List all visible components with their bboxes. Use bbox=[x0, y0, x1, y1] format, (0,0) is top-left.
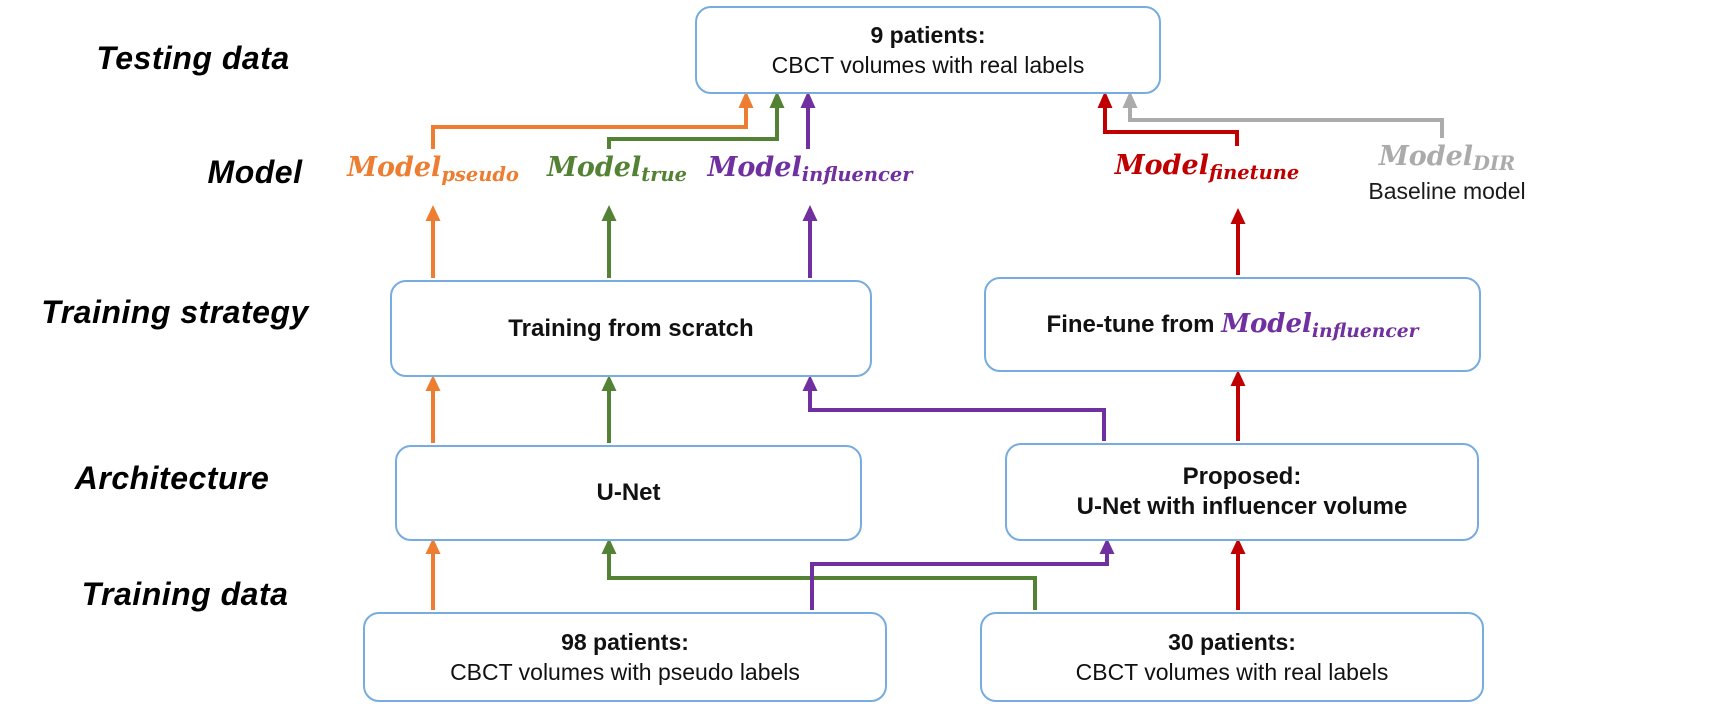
train98-line2: CBCT volumes with pseudo labels bbox=[450, 659, 800, 685]
arrowhead-model-true-to-test bbox=[769, 91, 785, 108]
model-finetune-base: Model bbox=[1114, 150, 1209, 181]
arrowhead-model-influencer-to-test bbox=[800, 91, 816, 108]
row-label-training-strategy: Training strategy bbox=[41, 294, 309, 330]
test-data-box-line2: CBCT volumes with real labels bbox=[771, 52, 1085, 78]
model-finetune-sub: finetune bbox=[1208, 161, 1300, 185]
baseline-model-caption: Baseline model bbox=[1368, 178, 1526, 204]
unet-box: U-Net bbox=[395, 445, 862, 541]
arrow-98-to-proposed-purple bbox=[810, 551, 1109, 610]
arrowhead-unet-to-scratch-orange bbox=[425, 375, 441, 391]
arrowhead-proposed-to-scratch-purple bbox=[802, 375, 818, 391]
training-from-scratch-box: Training from scratch bbox=[390, 280, 872, 377]
arrowhead-scratch-to-model-pseudo bbox=[425, 205, 441, 221]
finetune-model-ref: Modelinfluencer bbox=[1221, 308, 1419, 342]
model-true-label: Modeltrue bbox=[487, 152, 747, 187]
finetune-model-sub: influencer bbox=[1311, 319, 1419, 342]
proposed-box: Proposed: U-Net with influencer volume bbox=[1005, 443, 1479, 541]
model-true-base: Model bbox=[547, 152, 642, 183]
arrow-model-dir-to-test bbox=[1128, 105, 1444, 138]
arrowhead-30-to-unet-green bbox=[601, 538, 617, 554]
model-dir-base: Model bbox=[1378, 141, 1474, 172]
row-label-model: Model bbox=[207, 154, 303, 190]
arrows-red bbox=[1097, 91, 1246, 610]
arrowhead-proposed-to-finetune-red bbox=[1230, 370, 1246, 386]
model-pseudo-sub: pseudo bbox=[441, 163, 519, 187]
train98-line1: 98 patients: bbox=[561, 629, 689, 655]
arrowhead-98-to-proposed-purple bbox=[1099, 538, 1115, 554]
arrows-green bbox=[601, 91, 1037, 610]
unet-label: U-Net bbox=[596, 479, 661, 506]
test-data-box: 9 patients: CBCT volumes with real label… bbox=[695, 6, 1161, 94]
proposed-line1: Proposed: bbox=[1182, 463, 1302, 490]
training-from-scratch-label: Training from scratch bbox=[508, 314, 754, 342]
train98-box: 98 patients: CBCT volumes with pseudo la… bbox=[363, 612, 887, 702]
model-pseudo-base: Model bbox=[347, 152, 442, 183]
row-label-architecture: Architecture bbox=[74, 460, 270, 496]
arrows-gray bbox=[1122, 91, 1444, 138]
train30-box: 30 patients: CBCT volumes with real labe… bbox=[980, 612, 1484, 702]
arrowhead-model-dir-to-test bbox=[1122, 91, 1138, 108]
arrow-30-to-unet-green bbox=[607, 551, 1037, 610]
arrowhead-scratch-to-model-true bbox=[601, 205, 617, 221]
arrowhead-30-to-proposed-red bbox=[1230, 538, 1246, 554]
finetune-prefix: Fine-tune from bbox=[1046, 310, 1222, 338]
model-true-sub: true bbox=[641, 163, 687, 187]
finetune-strategy-label: Fine-tune from Modelinfluencer bbox=[1046, 308, 1419, 342]
finetune-strategy-box: Fine-tune from Modelinfluencer bbox=[984, 277, 1481, 372]
model-dir-sub: DIR bbox=[1473, 152, 1516, 176]
model-dir-label: ModelDIR bbox=[1317, 141, 1577, 176]
model-influencer-sub: influencer bbox=[801, 163, 913, 187]
arrowhead-model-pseudo-to-test bbox=[738, 91, 754, 108]
model-influencer-base: Model bbox=[707, 152, 802, 183]
arrows-orange bbox=[425, 91, 754, 610]
arrow-proposed-to-scratch-purple bbox=[808, 388, 1106, 441]
arrowhead-unet-to-scratch-green bbox=[601, 375, 617, 391]
proposed-line2: U-Net with influencer volume bbox=[1076, 493, 1408, 520]
train30-line1: 30 patients: bbox=[1168, 629, 1296, 655]
arrow-model-pseudo-to-test bbox=[431, 105, 748, 149]
model-influencer-label: Modelinfluencer bbox=[680, 152, 940, 187]
arrow-model-true-to-test bbox=[607, 105, 779, 149]
finetune-model-base: Model bbox=[1221, 308, 1312, 339]
model-finetune-label: Modelfinetune bbox=[1077, 150, 1337, 185]
arrow-model-finetune-to-test bbox=[1103, 105, 1239, 146]
test-data-box-line1: 9 patients: bbox=[870, 22, 986, 48]
arrows-purple bbox=[800, 91, 1115, 610]
row-label-training-data: Training data bbox=[81, 576, 289, 612]
arrowhead-model-finetune-to-test bbox=[1097, 91, 1113, 108]
arrowhead-finetune-to-model-finetune bbox=[1230, 208, 1246, 224]
arrowhead-98-to-unet-orange bbox=[425, 538, 441, 554]
row-label-testing-data: Testing data bbox=[96, 40, 290, 76]
train30-line2: CBCT volumes with real labels bbox=[1075, 659, 1389, 685]
model-pseudo-label: Modelpseudo bbox=[303, 152, 563, 187]
arrowhead-scratch-to-model-influencer bbox=[802, 205, 818, 221]
